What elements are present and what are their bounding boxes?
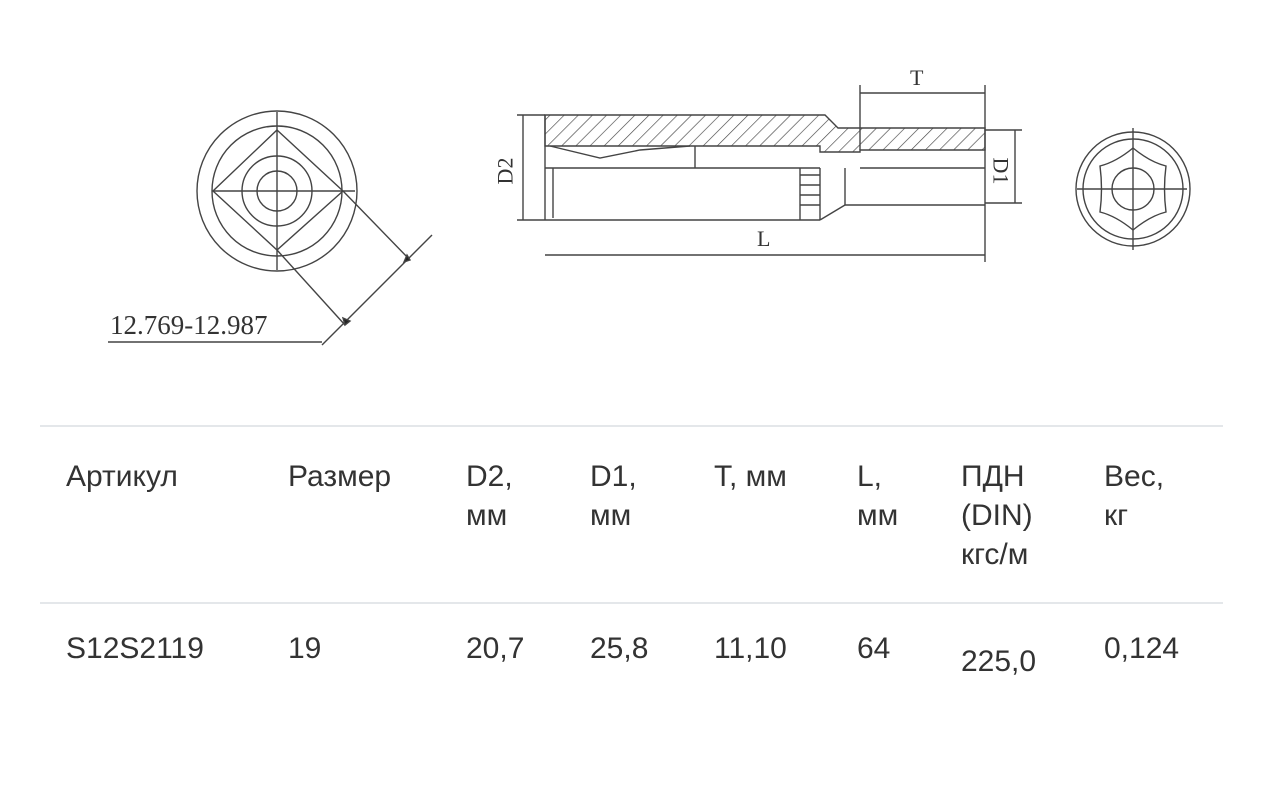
d2-label: D2 [492, 157, 518, 185]
header-article: Артикул [66, 460, 178, 493]
square-drive-dimension-label: 12.769-12.987 [110, 310, 268, 340]
cell-t: 11,10 [714, 632, 787, 665]
technical-drawing: 12.769-12.987 D2 D1 T L [0, 0, 1271, 400]
header-size: Размер [288, 460, 392, 493]
specification-table: Артикул Размер D2, мм D1, мм T, мм L, мм… [40, 425, 1223, 681]
header-l: L, мм [857, 460, 899, 532]
cell-l: 64 [857, 632, 891, 665]
header-d1: D1, мм [590, 460, 637, 532]
socket-drawing-svg [108, 85, 1191, 346]
header-weight: Вес, кг [1104, 460, 1165, 532]
d1-label: D1 [988, 157, 1014, 185]
t-label: T [910, 65, 924, 90]
hex-end-view [1075, 128, 1191, 250]
table-row: S12S2119 19 20,7 25,8 11,10 64 225,0 0,1… [40, 603, 1223, 681]
cell-d1: 25,8 [590, 632, 649, 665]
cell-weight: 0,124 [1104, 632, 1180, 665]
cell-size: 19 [288, 632, 322, 665]
l-label: L [757, 226, 771, 251]
socket-side-section [517, 85, 1022, 262]
header-torque: ПДН (DIN) кгс/м [961, 460, 1033, 571]
cell-d2: 20,7 [466, 632, 525, 665]
header-t: T, мм [714, 460, 787, 493]
cell-torque: 225,0 [961, 645, 1037, 678]
table-header-row: Артикул Размер D2, мм D1, мм T, мм L, мм… [40, 426, 1223, 603]
header-d2: D2, мм [466, 460, 513, 532]
cell-article: S12S2119 [66, 632, 204, 665]
square-drive-end-view [108, 110, 433, 346]
